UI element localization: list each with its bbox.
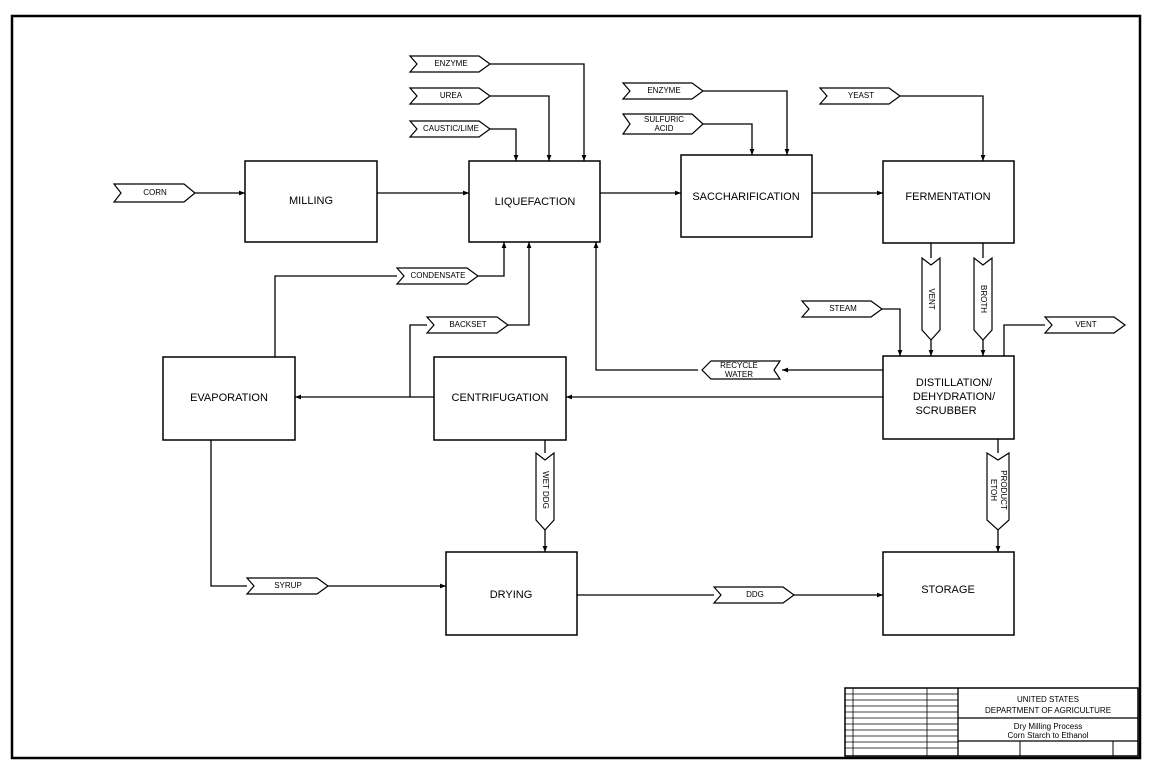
stream-backset-label: BACKSET bbox=[449, 320, 486, 329]
stream-tag-urea: UREA bbox=[408, 87, 492, 105]
stream-tag-condensate: CONDENSATE bbox=[395, 267, 480, 285]
process-saccharification-label: SACCHARIFICATION bbox=[692, 191, 799, 203]
title-block-title-line-1: Dry Milling Process bbox=[1014, 722, 1082, 731]
process-saccharification: SACCHARIFICATION bbox=[680, 154, 813, 238]
process-distillation: DISTILLATION/ DEHYDRATION/ SCRUBBER bbox=[882, 355, 1015, 440]
process-fermentation: FERMENTATION bbox=[882, 160, 1015, 244]
process-storage-label: STORAGE bbox=[921, 584, 975, 596]
stream-tag-syrup: SYRUP bbox=[245, 577, 330, 595]
revision-grid bbox=[845, 688, 959, 756]
stream-corn-label: CORN bbox=[143, 188, 167, 197]
stream-enzyme-liq-label: ENZYME bbox=[434, 59, 467, 68]
stream-tag-corn: CORN bbox=[112, 183, 196, 203]
process-drying-label: DRYING bbox=[490, 589, 533, 601]
stream-steam-label: STEAM bbox=[829, 304, 857, 313]
process-distillation-label-3: SCRUBBER bbox=[915, 405, 976, 417]
stream-tag-ddg: DDG bbox=[712, 586, 796, 604]
stream-sulfuric-label-2: ACID bbox=[654, 124, 673, 133]
stream-recycle-label-1: RECYCLE bbox=[720, 361, 758, 370]
stream-sulfuric-label-1: SULFURIC bbox=[644, 115, 684, 124]
process-distillation-label-1: DISTILLATION/ bbox=[916, 377, 993, 389]
title-block-title-line-2: Corn Starch to Ethanol bbox=[1008, 731, 1089, 740]
process-evaporation: EVAPORATION bbox=[162, 356, 296, 441]
drawing-border bbox=[10, 14, 1142, 760]
process-liquefaction-label: LIQUEFACTION bbox=[495, 196, 576, 208]
stream-ddg-label: DDG bbox=[746, 590, 764, 599]
stream-yeast-label: YEAST bbox=[848, 91, 874, 100]
stream-tag-etoh-product: ETOH PRODUCT bbox=[986, 451, 1010, 531]
stream-tag-broth: BROTH bbox=[973, 256, 993, 341]
process-evaporation-label: EVAPORATION bbox=[190, 392, 268, 404]
stream-recycle-label-2: WATER bbox=[725, 370, 753, 379]
stream-vent-down-label: VENT bbox=[927, 288, 936, 309]
process-centrifugation: CENTRIFUGATION bbox=[433, 356, 567, 441]
stream-wet-ddg-label: WET DDG bbox=[541, 471, 550, 509]
process-drying: DRYING bbox=[445, 551, 578, 636]
stream-tag-caustic: CAUSTIC/LIME bbox=[408, 120, 492, 138]
stream-tag-yeast: YEAST bbox=[818, 87, 902, 105]
process-liquefaction: LIQUEFACTION bbox=[468, 160, 601, 243]
stream-tag-enzyme-saccharification: ENZYME bbox=[621, 82, 705, 100]
process-distillation-label-2: DEHYDRATION/ bbox=[913, 391, 996, 403]
stream-vent-out-label: VENT bbox=[1075, 320, 1096, 329]
process-fermentation-label: FERMENTATION bbox=[905, 191, 990, 203]
stream-tag-steam: STEAM bbox=[800, 300, 884, 318]
stream-tag-recycle-water: RECYCLE WATER bbox=[701, 360, 782, 380]
stream-tag-sulfuric-acid: SULFURIC ACID bbox=[621, 113, 704, 135]
stream-condensate-label: CONDENSATE bbox=[411, 271, 466, 280]
stream-etoh-label-1: ETOH bbox=[989, 479, 998, 501]
process-milling: MILLING bbox=[244, 160, 378, 243]
process-storage: STORAGE bbox=[882, 551, 1015, 636]
stream-urea-label: UREA bbox=[440, 91, 463, 100]
stream-caustic-label: CAUSTIC/LIME bbox=[423, 124, 479, 133]
stream-tag-vent-out: VENT bbox=[1043, 316, 1127, 334]
stream-tag-backset: BACKSET bbox=[425, 316, 510, 334]
stream-tag-vent-down: VENT bbox=[921, 256, 941, 341]
title-block-org-line-1: UNITED STATES bbox=[1017, 695, 1079, 704]
connectors bbox=[195, 63, 1045, 598]
stream-tag-enzyme-liquefaction: ENZYME bbox=[408, 55, 492, 73]
title-block-org-line-2: DEPARTMENT OF AGRICULTURE bbox=[985, 706, 1111, 715]
process-centrifugation-label: CENTRIFUGATION bbox=[452, 392, 549, 404]
stream-tag-wet-ddg: WET DDG bbox=[535, 451, 555, 531]
process-milling-label: MILLING bbox=[289, 195, 333, 207]
title-block: UNITED STATES DEPARTMENT OF AGRICULTURE … bbox=[844, 687, 1139, 757]
stream-broth-label: BROTH bbox=[979, 285, 988, 313]
stream-syrup-label: SYRUP bbox=[274, 581, 302, 590]
stream-enzyme-sac-label: ENZYME bbox=[647, 86, 680, 95]
stream-etoh-label-2: PRODUCT bbox=[999, 470, 1008, 510]
